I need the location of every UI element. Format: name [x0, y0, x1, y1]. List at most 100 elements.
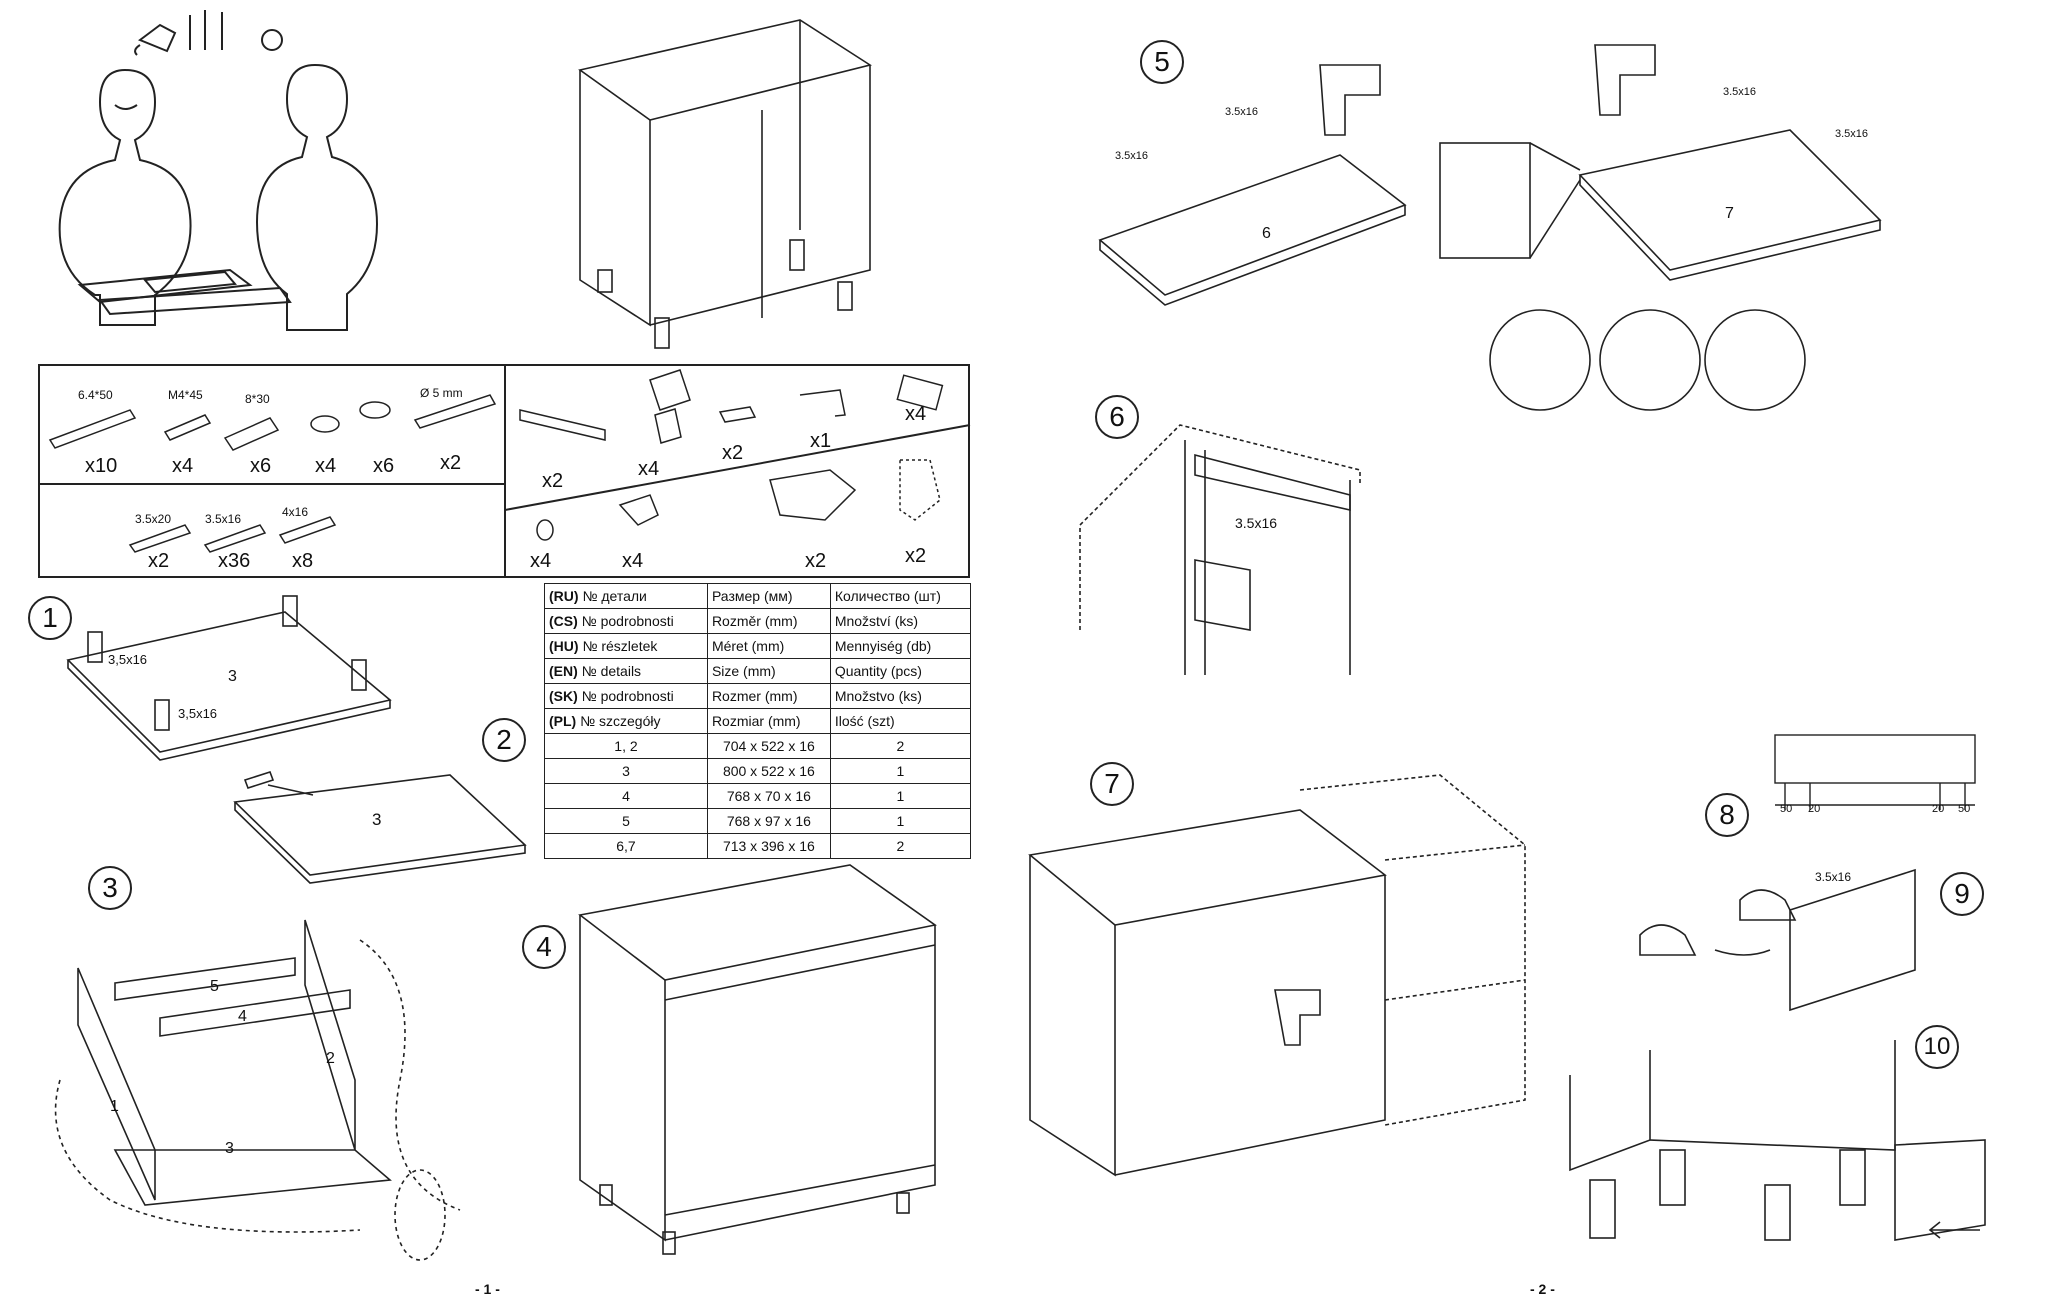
parts-grid	[38, 364, 971, 578]
size-header: Rozměr (mm)	[706, 608, 831, 634]
screwdriver-icon	[1274, 989, 1321, 1046]
hw-count-7: x2	[148, 550, 170, 572]
screw-label-c: 3.5x16	[1115, 150, 1149, 162]
lang-cell: (CS) № podrobnosti	[544, 608, 708, 634]
size-cell: 704 x 522 x 16	[706, 733, 831, 759]
tools-icon	[134, 10, 283, 56]
size-cell: 768 x 70 x 16	[706, 783, 831, 809]
panel-1-label: 1	[110, 1098, 119, 1115]
size-header: Размер (мм)	[706, 583, 831, 609]
part-header: № детали	[582, 588, 647, 604]
hw-label-7: 3.5x20	[135, 512, 172, 526]
handle-icon	[519, 409, 606, 441]
hw-count-8: x36	[218, 550, 251, 572]
lang-code: (EN)	[549, 663, 578, 679]
size-header: Size (mm)	[706, 658, 831, 684]
screw-3-5x16-icon	[203, 524, 267, 553]
size-header: Méret (mm)	[706, 633, 831, 659]
hw-count-1: x10	[85, 455, 118, 477]
part-cell: 6,7	[544, 833, 708, 859]
fit-count-8: x2	[805, 550, 827, 572]
dim-20-b: 20	[1932, 803, 1945, 815]
lang-cell: (SK) № podrobnosti	[544, 683, 708, 709]
step7-drawing	[1028, 774, 1526, 1177]
dim-50-a: 50	[1780, 803, 1793, 815]
size-cell: 768 x 97 x 16	[706, 808, 831, 834]
hw-label-8: 3.5x16	[205, 512, 242, 526]
qty-cell: 1	[829, 783, 972, 809]
lang-cell: (PL) № szczegóły	[544, 708, 708, 734]
qty-cell: 1	[829, 808, 972, 834]
m4-bolt-icon	[163, 414, 212, 441]
panel-3-label-c: 3	[225, 1140, 234, 1157]
hinge-icon	[769, 469, 857, 521]
panel-6-label: 6	[1262, 225, 1271, 242]
panel-2-label: 2	[326, 1050, 335, 1067]
hammer-icon	[243, 771, 314, 796]
fit-count-4: x1	[810, 430, 832, 452]
part-cell: 5	[544, 808, 708, 834]
step9-drawing	[1639, 868, 1916, 1012]
step5-drawing	[1098, 44, 1882, 411]
qty-cell: 2	[829, 733, 972, 759]
step-9-number: 9	[1940, 872, 1984, 916]
step-8-number: 8	[1705, 793, 1749, 837]
fit-count-3: x2	[722, 442, 744, 464]
size-header: Rozmiar (mm)	[706, 708, 831, 734]
fit-count-7: x4	[622, 550, 644, 572]
panel-7-label: 7	[1725, 205, 1734, 222]
qty-header: Количество (шт)	[829, 583, 972, 609]
hw-count-5: x6	[373, 455, 395, 477]
screw-3-5x20-icon	[128, 524, 192, 553]
fit-count-2: x4	[638, 458, 660, 480]
part-header: № podrobnosti	[581, 613, 674, 629]
hw-label-9: 4x16	[282, 505, 309, 519]
step4-drawing	[578, 864, 937, 1255]
qty-header: Ilość (szt)	[829, 708, 972, 734]
qty-cell: 2	[829, 833, 972, 859]
size-cell: 800 x 522 x 16	[706, 758, 831, 784]
screw-label-e: 3.5x16	[1723, 86, 1757, 98]
size-header: Rozmer (mm)	[706, 683, 831, 709]
part-cell: 4	[544, 783, 708, 809]
step-10-number: 10	[1915, 1025, 1959, 1069]
step10-drawing	[1569, 1040, 1986, 1241]
qty-header: Mennyiség (db)	[829, 633, 972, 659]
qty-header: Množství (ks)	[829, 608, 972, 634]
panel-3-label-a: 3	[228, 668, 237, 685]
parts-list-box	[38, 364, 970, 578]
step-5-number: 5	[1140, 40, 1184, 84]
hw-count-4: x4	[315, 455, 337, 477]
screw-label-g: 3.5x16	[1235, 515, 1278, 531]
hw-count-6: x2	[440, 452, 462, 474]
pin-icon	[413, 394, 497, 429]
person-right	[255, 63, 379, 331]
lang-code: (HU)	[549, 638, 579, 654]
hinge-plate-icon	[899, 459, 941, 521]
qty-header: Množstvo (ks)	[829, 683, 972, 709]
screw-4x16-icon	[278, 516, 337, 544]
lang-cell: (EN) № details	[544, 658, 708, 684]
step1-drawing	[66, 595, 392, 761]
step6-drawing	[1079, 424, 1361, 675]
hardware-icons	[48, 369, 944, 553]
step2-drawing	[233, 771, 527, 884]
bracket-icon	[618, 494, 659, 526]
part-header: № szczegóły	[580, 713, 661, 729]
hw-count-3: x6	[250, 455, 272, 477]
hw-label-2: M4*45	[168, 388, 203, 402]
hw-label-1: 6.4*50	[78, 388, 113, 402]
drill-icon-2	[1594, 44, 1656, 116]
dowel-icon	[223, 417, 280, 451]
